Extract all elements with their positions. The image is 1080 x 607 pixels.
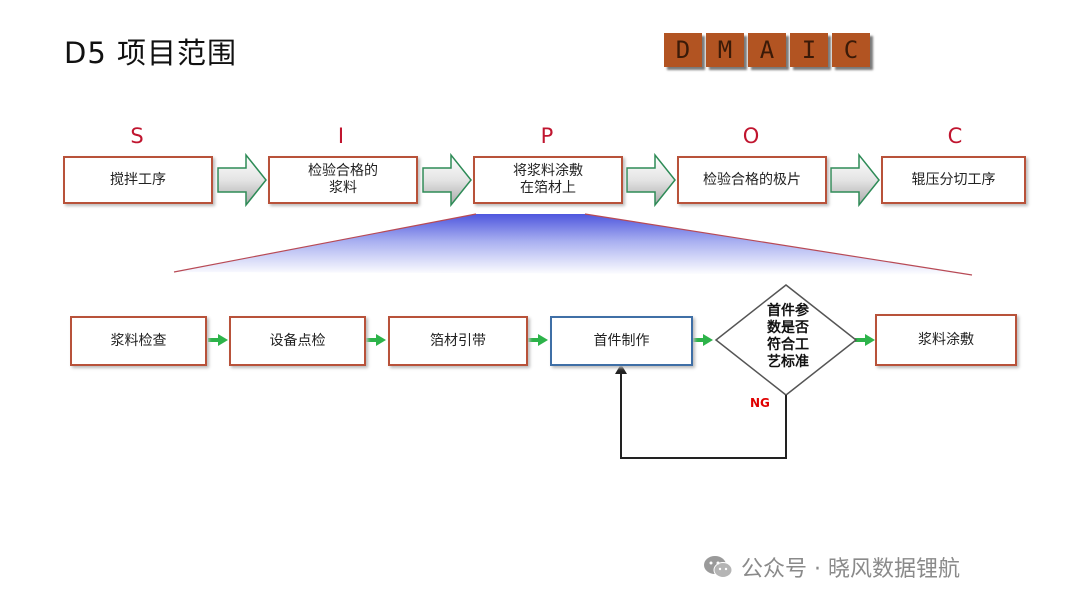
decision-text: 首件参 数是否 符合工 艺标准 — [748, 303, 828, 371]
dmaic-logo: D M A I C — [664, 33, 870, 67]
fan-left-edge — [173, 213, 477, 273]
dmaic-tile-a: A — [748, 33, 786, 67]
green-arrow-1 — [208, 334, 228, 346]
dmaic-tile-i: I — [790, 33, 828, 67]
sipoc-letter-i: I — [337, 124, 345, 148]
step-equipment-inspection-label: 设备点检 — [269, 332, 326, 349]
step-equipment-inspection: 设备点检 — [229, 316, 366, 366]
sipoc-letter-o: O — [742, 124, 760, 148]
green-arrow-5 — [855, 334, 875, 346]
sipoc-process-line1: 将浆料涂敷 — [513, 163, 583, 179]
sipoc-letter-s: S — [130, 124, 144, 148]
sipoc-customer-label: 辊压分切工序 — [911, 171, 996, 188]
ng-label: NG — [750, 396, 770, 410]
step-slurry-check: 浆料检查 — [70, 316, 207, 366]
dmaic-tile-c: C — [832, 33, 870, 67]
decision-line1: 首件参 — [767, 303, 809, 319]
step-slurry-coating: 浆料涂敷 — [875, 314, 1017, 366]
green-arrow-3 — [528, 334, 548, 346]
dmaic-tile-m: M — [706, 33, 744, 67]
block-arrow-3 — [626, 152, 676, 208]
step-foil-threading: 箔材引带 — [388, 316, 528, 366]
ng-loop-line — [620, 372, 787, 459]
sipoc-input-line1: 检验合格的 — [308, 163, 378, 179]
block-arrow-4 — [830, 152, 880, 208]
watermark: 公众号 · 晓风数据锂航 — [703, 551, 960, 583]
sipoc-box-supplier: 搅拌工序 — [63, 156, 213, 204]
step-slurry-coating-label: 浆料涂敷 — [918, 331, 974, 348]
sipoc-box-process: 将浆料涂敷 在箔材上 — [473, 156, 623, 204]
dmaic-tile-d: D — [664, 33, 702, 67]
sipoc-box-input: 检验合格的 浆料 — [268, 156, 418, 204]
page-title: D5 项目范围 — [64, 36, 237, 70]
decision-line3: 符合工 — [767, 337, 809, 353]
expansion-fan — [174, 214, 972, 275]
decision-line4: 艺标准 — [767, 354, 809, 370]
watermark-text: 公众号 · 晓风数据锂航 — [741, 557, 960, 582]
step-first-article: 首件制作 — [550, 316, 693, 366]
wechat-icon — [704, 556, 733, 578]
sipoc-process-line2: 在箔材上 — [520, 180, 576, 196]
block-arrow-1 — [217, 152, 267, 208]
block-arrow-2 — [422, 152, 472, 208]
sipoc-output-label: 检验合格的极片 — [703, 171, 801, 188]
sipoc-supplier-label: 搅拌工序 — [110, 171, 166, 188]
sipoc-letter-c: C — [947, 124, 963, 148]
green-arrow-2 — [366, 334, 386, 346]
sipoc-input-line2: 浆料 — [329, 180, 357, 196]
decision-line2: 数是否 — [767, 320, 809, 336]
fan-right-edge — [584, 213, 973, 276]
green-arrow-4 — [693, 334, 713, 346]
ng-loop-arrowhead — [615, 364, 627, 374]
step-first-article-label: 首件制作 — [593, 332, 650, 349]
step-slurry-check-label: 浆料检查 — [110, 332, 167, 349]
step-foil-threading-label: 箔材引带 — [430, 332, 486, 349]
sipoc-box-output: 检验合格的极片 — [677, 156, 827, 204]
sipoc-letter-p: P — [540, 124, 554, 148]
sipoc-box-customer: 辊压分切工序 — [881, 156, 1026, 204]
